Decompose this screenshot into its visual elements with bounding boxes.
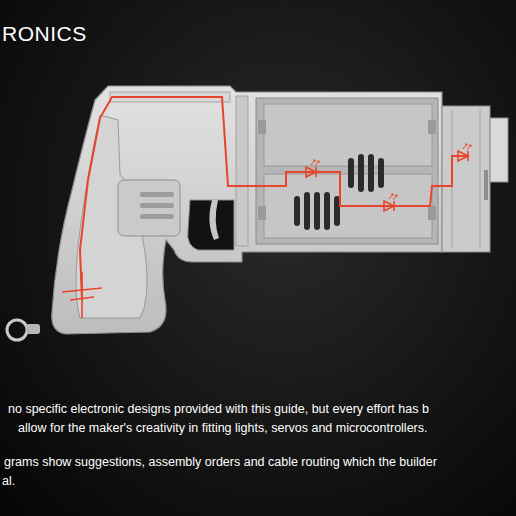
barrel-shroud [442, 106, 490, 252]
cylinder-housing [256, 98, 438, 244]
body-text: grams show suggestions, assembly orders … [4, 455, 437, 469]
muzzle-cap [490, 118, 508, 182]
page-title: RONICS [2, 22, 87, 46]
battery-symbol [62, 272, 102, 318]
led-symbol [306, 160, 319, 177]
led-symbol [458, 144, 471, 161]
body-text: allow for the maker's creativity in fitt… [18, 421, 427, 435]
trigger [209, 200, 219, 240]
cable-route [80, 97, 468, 300]
body-text: al. [2, 474, 15, 488]
lanyard-ring [7, 320, 27, 340]
trigger-guard [188, 200, 234, 250]
pistol-frame [52, 86, 442, 334]
led-symbol [384, 194, 397, 211]
ring-mount [26, 324, 40, 334]
body-text: no specific electronic designs provided … [8, 402, 429, 416]
side-plate [118, 180, 180, 236]
